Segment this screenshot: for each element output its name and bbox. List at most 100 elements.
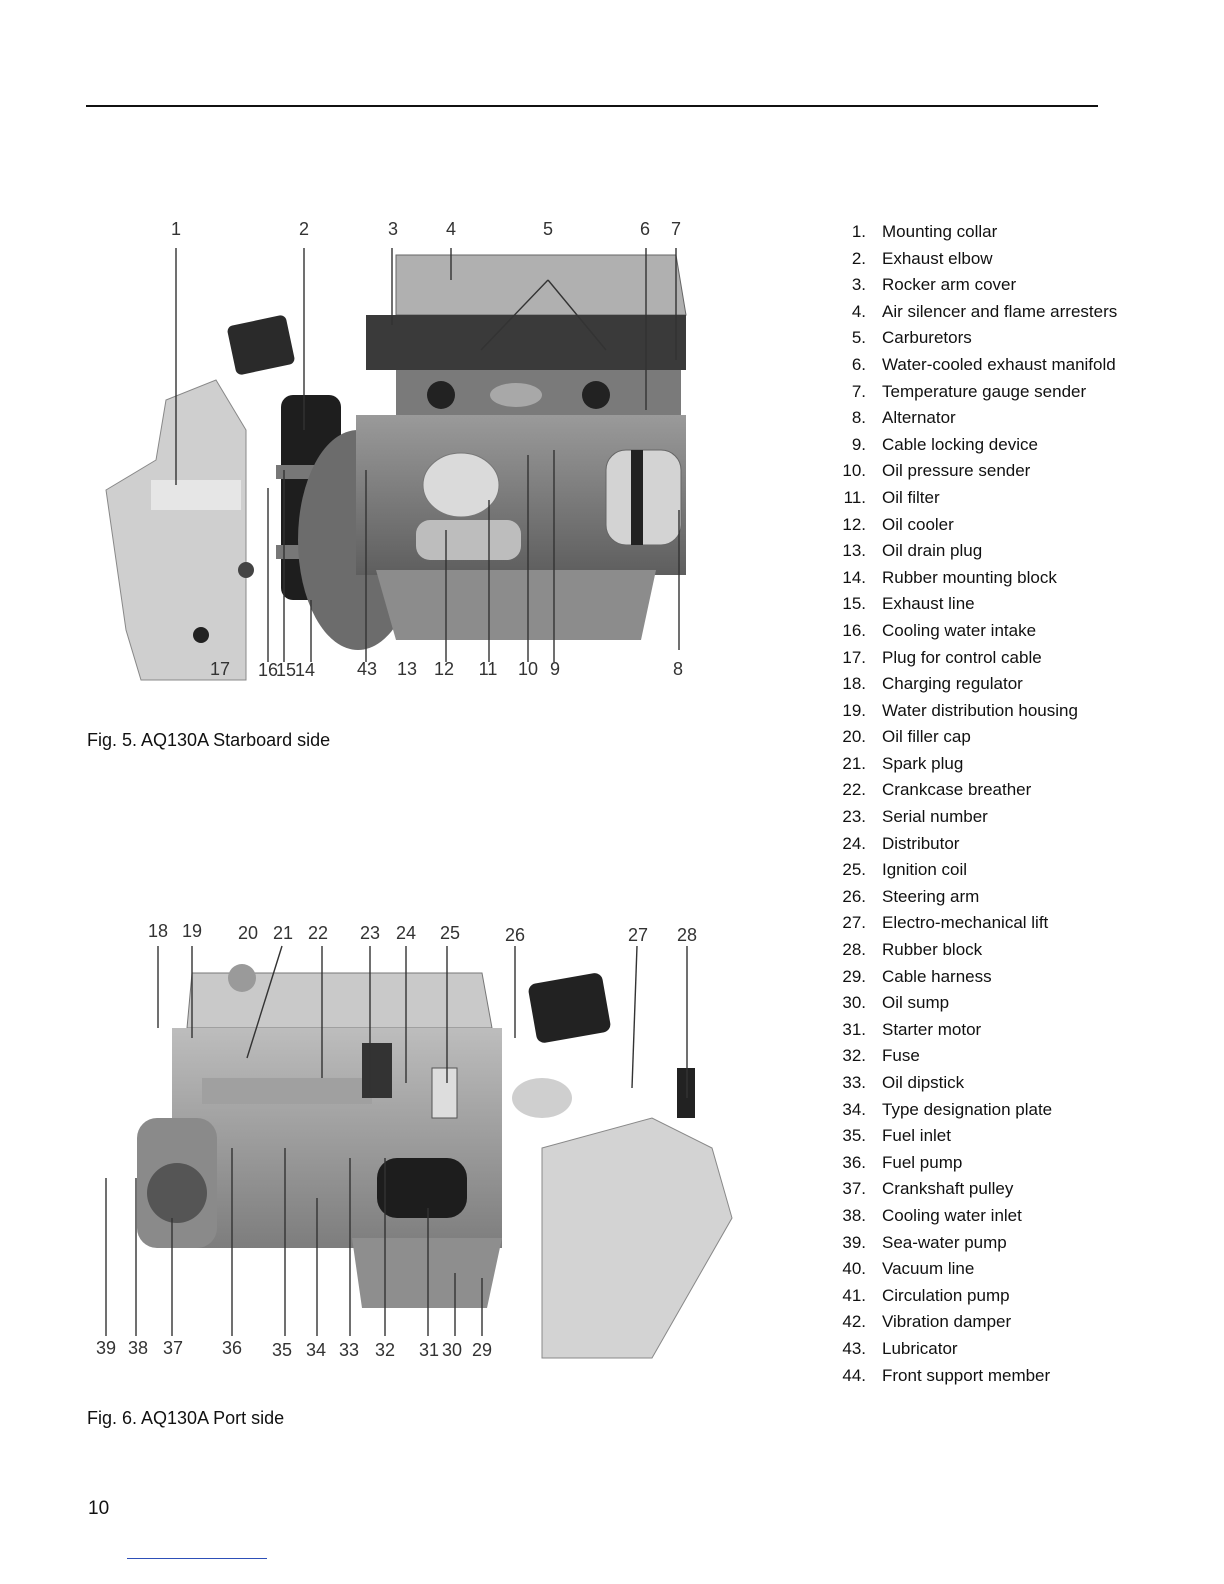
legend-item: 6.Water-cooled exhaust manifold [836,355,1126,374]
legend-item: 22.Crankcase breather [836,780,1126,799]
legend-number: 35. [842,1126,866,1146]
figure-5-caption: Fig. 5. AQ130A Starboard side [87,730,331,750]
callout-34: 34 [305,1340,327,1360]
legend-item: 34.Type designation plate [836,1100,1126,1119]
legend-number: 17. [842,647,866,667]
legend-item: 16.Cooling water intake [836,621,1126,640]
legend-number: 10. [842,461,866,481]
legend-label: Cable locking device [882,434,1038,454]
legend-number: 37. [842,1179,866,1199]
legend-label: Vibration damper [882,1312,1012,1332]
legend-item: 41. Circulation pump [836,1286,1126,1305]
legend-number: 15. [842,594,866,614]
callout-15: 15 [275,660,297,680]
callout-38: 38 [127,1338,149,1358]
legend-number: 29. [842,966,866,986]
callout-14: 14 [294,660,316,680]
legend-item: 5.Carburetors [836,328,1126,347]
callout-36: 36 [221,1338,243,1358]
legend-number: 42. [842,1312,866,1332]
callout-24: 24 [395,923,417,943]
legend-item: 13.Oil drain plug [836,541,1126,560]
legend-number: 41. [842,1285,866,1305]
legend-item: 40.Vacuum line [836,1259,1126,1278]
bottom-link-line [127,1558,267,1559]
legend-label: Serial number [882,807,988,827]
legend-item: 32.Fuse [836,1046,1126,1065]
callout-6: 6 [639,219,651,239]
legend-label: Oil filter [882,487,940,507]
callout-17: 17 [209,659,231,679]
callout-35: 35 [271,1340,293,1360]
legend-item: 21.Spark plug [836,754,1126,773]
legend-number: 14. [842,567,866,587]
legend-item: 27.Electro-mechanical lift [836,913,1126,932]
legend-label: Rubber mounting block [882,567,1057,587]
legend-number: 7. [851,381,866,401]
callout-39: 39 [95,1338,117,1358]
legend-item: 17.Plug for control cable [836,648,1126,667]
legend-label: Alternator [882,408,956,428]
legend-label: Oil drain plug [882,541,983,561]
callout-3: 3 [387,219,399,239]
legend-number: 28. [842,940,866,960]
legend-item: 19. Water distribution housing [836,701,1126,720]
legend-label: Vacuum line [882,1259,975,1279]
legend-label: Temperature gauge sender [882,381,1087,401]
legend-number: 5. [851,328,866,348]
legend-number: 22. [842,780,866,800]
callout-7: 7 [670,219,682,239]
legend-item: 24.Distributor [836,834,1126,853]
legend-number: 19. [842,700,866,720]
legend-label: Oil cooler [882,514,954,534]
legend-item: 3.Rocker arm cover [836,275,1126,294]
legend-item: 2.Exhaust elbow [836,249,1126,268]
legend-item: 8.Alternator [836,408,1126,427]
legend-number: 26. [842,886,866,906]
callout-21: 21 [272,923,294,943]
top-rule [86,105,1098,107]
legend-label: Circulation pump [882,1285,1010,1305]
legend-number: 30. [842,993,866,1013]
legend-label: Exhaust line [882,594,975,614]
callout-1: 1 [170,219,182,239]
legend-item: 15. Exhaust line [836,594,1126,613]
legend-number: 33. [842,1073,866,1092]
legend-label: Cooling water intake [882,620,1037,640]
callout-22: 22 [307,923,329,943]
legend-item: 10.Oil pressure sender [836,461,1126,480]
legend-item: 9.Cable locking device [836,435,1126,454]
legend-label: Rocker arm cover [882,275,1017,295]
legend-label: Charging regulator [882,674,1023,694]
legend-item: 23.Serial number [836,807,1126,826]
legend-number: 20. [842,727,866,747]
legend-label: Steering arm [882,886,980,906]
legend-label: Water-cooled exhaust manifold [882,354,1116,374]
legend-number: 32. [842,1046,866,1066]
legend-label: Ignition coil [882,860,968,880]
legend-item: 44.Front support member [836,1366,1126,1385]
callout-28: 28 [676,925,698,945]
figure-6-caption: Fig. 6. AQ130A Port side [87,1408,285,1428]
callout-32: 32 [374,1340,396,1360]
callout-4: 4 [445,219,457,239]
page-number: 10 [88,1498,110,1519]
legend-label: Cooling water inlet [882,1205,1022,1225]
legend-item: 28.Rubber block [836,940,1126,959]
legend-number: 34. [842,1099,866,1119]
legend-label: Crankshaft pulley [882,1179,1014,1199]
callout-18: 18 [147,921,169,941]
legend-label: Mounting collar [882,222,998,241]
legend-item: 12.Oil cooler [836,515,1126,534]
figure-5-photo: 1 2 3 4 5 6 7 17 16 15 14 43 13 12 11 10… [96,210,742,685]
legend-number: 25. [842,860,866,880]
callout-12: 12 [433,659,455,679]
legend-number: 31. [842,1019,866,1039]
legend-item: 29.Cable harness [836,967,1126,986]
callout-33: 33 [338,1340,360,1360]
legend-label: Water distribution housing [882,700,1078,720]
engine-port-illustration [105,945,733,1359]
legend-number: 4. [851,301,866,321]
legend-number: 44. [842,1365,866,1385]
engine-starboard-illustration [105,248,687,681]
